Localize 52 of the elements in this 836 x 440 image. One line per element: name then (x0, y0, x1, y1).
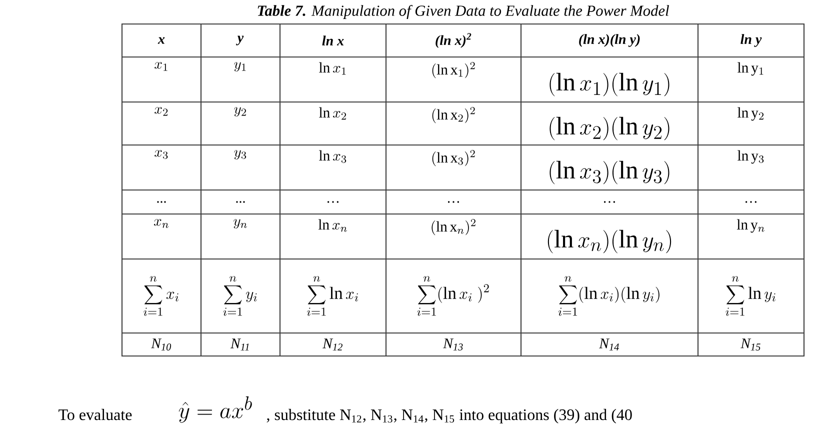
column-header: x (158, 37, 165, 44)
sum-formula: $\sum_{i=1}^{n} \ln x_{i}$ (307, 276, 358, 316)
formula: $\hat{y} = ax^{b}$ (178, 396, 252, 423)
formula: $(\ln x_{2})(\ln y_{2})$ (550, 116, 670, 140)
formula: $(\ln \mathrm{x}_{3})^{2}$ (432, 150, 475, 166)
body-text: To evaluate (58, 408, 132, 420)
sum-formula: $\sum_{i=1}^{n} x_{i}$ (144, 276, 178, 316)
column-header: (ln x)(ln y) (579, 34, 640, 47)
ellipsis: ... (157, 201, 166, 203)
formula: $y_{1}$ (234, 62, 246, 72)
ellipsis: ... (236, 201, 245, 203)
formula: $\ln \mathrm{y}_{n}$ (736, 219, 764, 233)
cell-value: N$_{13}$ (443, 338, 463, 350)
formula: $\ln x_{1}$ (319, 62, 346, 75)
column-header: ln x (322, 36, 344, 46)
column-header: y (236, 36, 244, 46)
sum-formula: $\sum_{i=1}^{n} (\ln x_{i})(\ln y_{i})$ (558, 276, 660, 316)
formula: $\ln \mathrm{y}_{3}$ (738, 150, 764, 164)
body-text: , substitute N$_{12}$, N$_{13}$, N$_{14}$, N$_{15}$ into equations (39) and (40 (266, 408, 632, 424)
cell-value: N$_{14}$ (599, 338, 619, 350)
formula: $x_{n}$ (154, 219, 168, 228)
ellipsis: … (448, 201, 459, 203)
formula: $\ln x_{3}$ (319, 150, 346, 163)
cell-value: N$_{15}$ (740, 338, 760, 350)
formula: $\ln x_{n}$ (318, 219, 347, 232)
formula: $(\ln \mathrm{x}_{2})^{2}$ (432, 107, 475, 124)
formula: $(\ln \mathrm{x}_{1})^{2}$ (432, 62, 475, 78)
cell-value: N$_{12}$ (322, 338, 342, 350)
formula: $x_{2}$ (154, 107, 168, 116)
ellipsis: … (604, 201, 615, 203)
formula: $x_{3}$ (154, 150, 168, 159)
formula: $\ln x_{2}$ (319, 107, 346, 120)
formula: $(\ln x_{3})(\ln y_{3})$ (550, 160, 670, 184)
ellipsis: … (328, 201, 338, 203)
formula: $(\ln x_{1})(\ln y_{1})$ (550, 72, 670, 96)
table-title: Table 7. Manipulation of Given Data to Evaluate the Power Model (258, 4, 669, 20)
formula: $(\ln \mathrm{x}_{n})^{2}$ (432, 219, 476, 236)
sum-formula: $\sum_{i=1}^{n} (\ln x_{i}\ )^{2}$ (417, 276, 489, 316)
formula: $x_{1}$ (154, 62, 168, 71)
column-header: (ln x)$^{2}$ (436, 33, 472, 48)
sum-formula: $\sum_{i=1}^{n} \ln y_{i}$ (726, 276, 776, 316)
column-header: ln y (740, 34, 762, 47)
cell-value: N$_{11}$ (230, 338, 249, 350)
formula: $y_{3}$ (234, 150, 246, 160)
formula: $\ln \mathrm{y}_{1}$ (738, 62, 764, 76)
ellipsis: … (746, 201, 756, 203)
formula: $y_{2}$ (234, 107, 246, 117)
cell-value: N$_{10}$ (151, 338, 172, 350)
formula: $(\ln x_{n})(\ln y_{n})$ (548, 230, 672, 254)
sum-formula: $\sum_{i=1}^{n} y_{i}$ (223, 276, 257, 316)
formula: $y_{n}$ (234, 219, 247, 229)
formula: $\ln \mathrm{y}_{2}$ (738, 107, 764, 121)
